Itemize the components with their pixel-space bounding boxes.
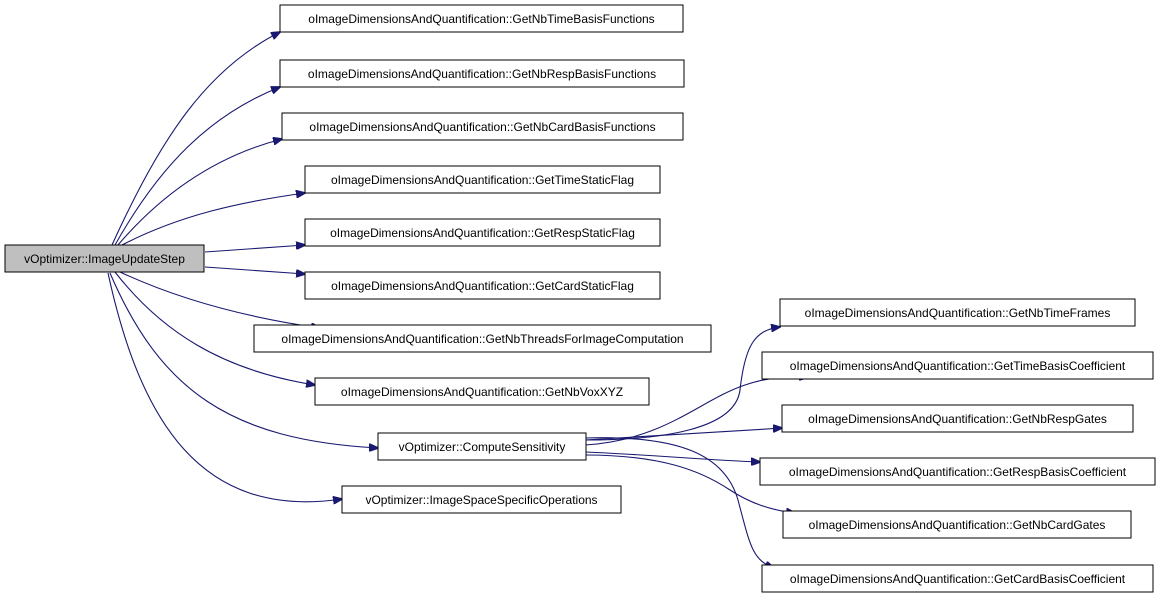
node-get-resp-basis-coefficient[interactable]: oImageDimensionsAndQuantification::GetRe… [759, 457, 1156, 486]
edge-root-to-get-resp-static-flag [204, 245, 305, 253]
node-label: oImageDimensionsAndQuantification::GetNb… [308, 12, 654, 26]
node-get-nb-threads-for-image-computation[interactable]: oImageDimensionsAndQuantification::GetNb… [253, 324, 712, 353]
node-label: oImageDimensionsAndQuantification::GetCa… [790, 572, 1126, 586]
node-label: oImageDimensionsAndQuantification::GetNb… [309, 120, 655, 134]
edge-root-to-image-space-specific-operations [107, 272, 342, 502]
edge-root-to-get-time-static-flag [121, 193, 305, 246]
node-label: oImageDimensionsAndQuantification::GetNb… [805, 306, 1111, 320]
node-get-nb-vox-xyz[interactable]: oImageDimensionsAndQuantification::GetNb… [314, 377, 650, 406]
edge-cs-to-get-card-basis-coefficient [584, 437, 774, 568]
edge-root-to-get-nb-resp-basis-functions [114, 87, 280, 246]
node-get-resp-static-flag[interactable]: oImageDimensionsAndQuantification::GetRe… [304, 218, 661, 247]
node-label: oImageDimensionsAndQuantification::GetTi… [790, 359, 1126, 373]
node-get-nb-resp-gates[interactable]: oImageDimensionsAndQuantification::GetNb… [781, 404, 1134, 433]
node-label: oImageDimensionsAndQuantification::GetCa… [331, 279, 634, 293]
edge-root-to-get-nb-time-basis-functions [111, 32, 280, 246]
edge-cs-to-get-nb-resp-gates [584, 428, 782, 441]
edge-root-to-get-card-static-flag [204, 266, 305, 274]
node-get-nb-card-gates[interactable]: oImageDimensionsAndQuantification::GetNb… [782, 510, 1132, 539]
edge-root-to-get-nb-vox-xyz [114, 271, 315, 385]
edge-root-to-compute-sensitivity [109, 272, 378, 448]
node-get-card-static-flag[interactable]: oImageDimensionsAndQuantification::GetCa… [304, 271, 661, 300]
node-get-nb-card-basis-functions[interactable]: oImageDimensionsAndQuantification::GetNb… [281, 112, 684, 141]
node-label: vOptimizer::ComputeSensitivity [399, 440, 566, 454]
node-label: oImageDimensionsAndQuantification::GetRe… [789, 465, 1127, 479]
node-label: vOptimizer::ImageSpaceSpecificOperations [365, 493, 597, 507]
edge-cs-to-get-nb-time-frames [584, 327, 780, 441]
edges-from-root [107, 32, 378, 502]
edge-root-to-get-nb-threads [119, 271, 320, 328]
node-get-time-basis-coefficient[interactable]: oImageDimensionsAndQuantification::GetTi… [761, 351, 1154, 380]
node-root[interactable]: vOptimizer::ImageUpdateStep [4, 244, 205, 273]
node-label: oImageDimensionsAndQuantification::GetNb… [809, 518, 1106, 532]
edge-cs-to-get-nb-card-gates [584, 454, 795, 513]
node-get-nb-time-frames[interactable]: oImageDimensionsAndQuantification::GetNb… [779, 298, 1136, 327]
node-label: oImageDimensionsAndQuantification::GetNb… [308, 67, 656, 81]
node-label: oImageDimensionsAndQuantification::GetNb… [808, 412, 1107, 426]
node-get-card-basis-coefficient[interactable]: oImageDimensionsAndQuantification::GetCa… [761, 564, 1154, 593]
node-label: oImageDimensionsAndQuantification::GetRe… [330, 226, 635, 240]
edge-root-to-get-nb-card-basis-functions [117, 139, 282, 246]
node-label: oImageDimensionsAndQuantification::GetTi… [331, 173, 634, 187]
node-get-nb-time-basis-functions[interactable]: oImageDimensionsAndQuantification::GetNb… [279, 4, 684, 33]
node-label: oImageDimensionsAndQuantification::GetNb… [341, 385, 623, 399]
node-get-time-static-flag[interactable]: oImageDimensionsAndQuantification::GetTi… [304, 165, 661, 194]
node-compute-sensitivity[interactable]: vOptimizer::ComputeSensitivity [377, 432, 587, 461]
node-get-nb-resp-basis-functions[interactable]: oImageDimensionsAndQuantification::GetNb… [279, 59, 685, 88]
node-image-space-specific-operations[interactable]: vOptimizer::ImageSpaceSpecificOperations [341, 485, 622, 514]
edge-cs-to-get-resp-basis-coefficient [584, 451, 760, 462]
node-label: oImageDimensionsAndQuantification::GetNb… [281, 332, 683, 346]
node-root-label: vOptimizer::ImageUpdateStep [24, 252, 185, 266]
